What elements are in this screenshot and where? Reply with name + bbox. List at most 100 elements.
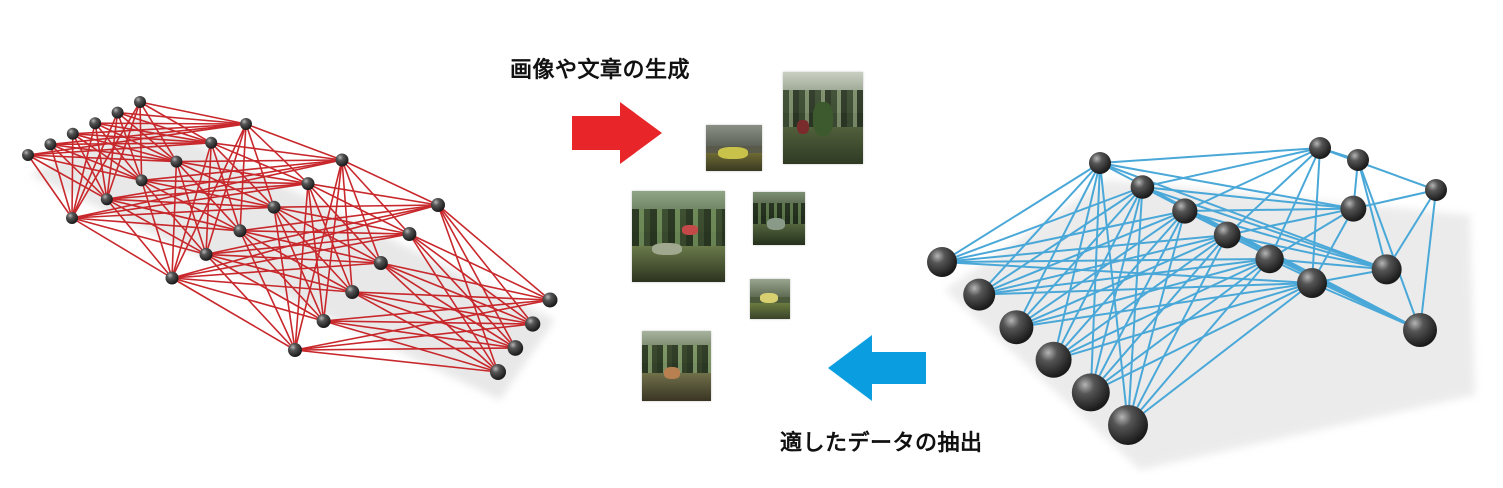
generator-node [205,136,218,149]
generator-network-nodes [22,96,558,380]
generated-image [632,191,725,282]
generator-node [170,155,183,168]
generator-edge [27,154,73,219]
generator-edge [175,161,207,255]
generator-edge [95,122,247,125]
generator-edge [307,183,382,264]
generator-edge [294,323,533,351]
generator-edge [141,159,343,182]
generator-node [373,256,388,270]
generator-edge [106,101,141,200]
generator-edge [171,233,410,279]
generator-node [240,118,252,130]
generator-node [135,174,148,187]
generator-edge [380,262,499,373]
extractor-edge [1226,207,1354,236]
generator-edge [322,159,343,322]
generator-node [89,117,102,130]
extractor-edge [1142,147,1321,188]
generator-edge [141,179,275,208]
generator-edge [72,133,212,144]
generator-edge [171,277,296,351]
extractor-node [1213,221,1241,249]
generator-edge [341,159,353,293]
generator-edge [139,101,212,144]
generator-edge [351,291,516,349]
extractor-network-edges [941,147,1437,426]
generator-edge [323,320,533,325]
generator-edge [117,111,177,163]
generator-node [199,247,213,261]
extractor-node [1425,179,1447,201]
generator-node [507,340,524,356]
extractor-edge [1052,162,1101,361]
generator-edge [27,154,108,200]
generator-edge [273,204,439,208]
generator-node [335,153,349,167]
extractor-edge [979,258,1270,296]
generator-edge [106,112,119,200]
generator-edge [294,347,516,351]
generator-edge [211,142,343,161]
generator-edge [245,123,275,208]
generator-edge [294,299,551,351]
extractor-node [1172,198,1198,224]
extractor-edge [1089,210,1186,393]
extractor-node [927,247,957,277]
extractor-node [1403,313,1437,347]
generator-edge [409,233,551,301]
extractor-edge [941,261,1313,284]
extractor-edge [1357,159,1388,270]
extractor-edge [1385,189,1437,270]
generator-edge [437,204,534,325]
generator-edge [273,206,382,264]
extractor-edge [1099,147,1321,164]
generator-edge [437,204,517,349]
generator-node [542,292,558,308]
extractor-edge [941,162,1101,263]
extractor-edge [1015,162,1101,328]
extractor-edge [1311,147,1321,284]
generator-node [431,198,445,212]
generator-edge [94,123,108,200]
extractor-edge [1016,282,1313,329]
generator-edge [323,299,551,322]
extractor-edge [1419,189,1437,331]
extractor-edge [1353,189,1437,210]
generator-edge [210,142,241,232]
extractor-edge [1090,234,1228,394]
generator-edge [239,230,296,351]
generator-edge [239,123,247,231]
generator-network-edges [27,101,551,373]
extractor-edge [1269,258,1387,271]
generator-edge [239,230,353,293]
extractor-node [1071,373,1110,412]
extractor-edge [1015,186,1144,328]
generator-edge [71,206,275,219]
extractor-edge [1184,210,1387,271]
generator-edge [380,262,533,325]
generator-edge [106,182,309,200]
generator-node [165,271,179,285]
generator-edge [49,143,108,200]
generator-edge [341,159,382,264]
generator-edge [323,320,516,349]
generator-edge [437,204,551,301]
extractor-node [1108,405,1148,445]
generator-edge [139,101,178,163]
generator-edge [106,198,173,279]
generated-image [642,331,711,401]
generator-edge [352,291,551,301]
generator-edge [205,253,324,322]
generator-node [267,200,281,214]
generator-edge [294,159,343,351]
generator-edge [49,144,73,219]
extraction-label: 適したデータの抽出 [780,431,983,456]
generator-edge [205,253,381,264]
extractor-edge [1052,210,1186,361]
extractor-node [1309,137,1331,159]
generator-edge [71,123,96,219]
generator-edge [408,233,534,325]
generator-edge [116,112,143,181]
extractor-node [963,278,996,311]
